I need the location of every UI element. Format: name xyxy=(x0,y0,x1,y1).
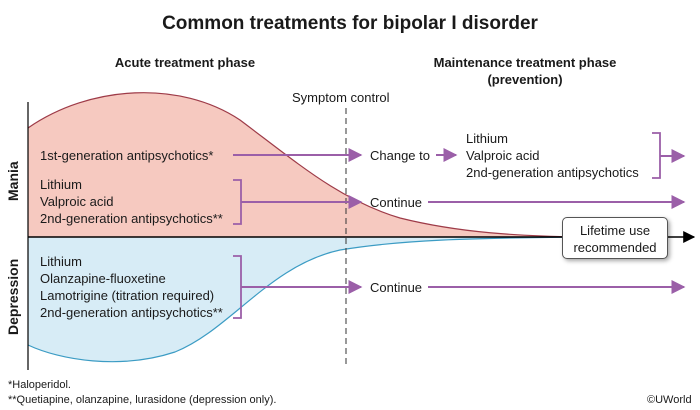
maintenance-bracket xyxy=(652,132,661,179)
list-item: Lithium xyxy=(466,131,508,146)
footnote-2: **Quetiapine, olanzapine, lurasidone (de… xyxy=(8,394,277,406)
maintenance-phase-heading: Maintenance treatment phase (prevention) xyxy=(433,55,617,87)
mania-curve xyxy=(27,92,581,238)
copyright-label: ©UWorld xyxy=(647,394,692,406)
list-item: Olanzapine-fluoxetine xyxy=(40,271,166,286)
mania-area xyxy=(28,92,580,237)
mania-acute-treatments: Lithium Valproic acid 2nd-generation ant… xyxy=(40,176,223,227)
acute-phase-heading: Acute treatment phase xyxy=(114,55,256,70)
depression-continue-label: Continue xyxy=(370,280,423,295)
list-item: Valproic acid xyxy=(40,194,114,209)
list-item: 2nd-generation antipsychotics** xyxy=(40,305,223,320)
list-item: Valproic acid xyxy=(466,148,540,163)
list-item: Lithium xyxy=(40,177,82,192)
diagram-title: Common treatments for bipolar I disorder xyxy=(162,13,538,34)
change-to-label: Change to xyxy=(370,148,430,163)
depression-axis-label: Depression xyxy=(5,258,21,335)
list-item: 2nd-generation antipsychotics** xyxy=(40,211,223,226)
list-item: Lamotrigine (titration required) xyxy=(40,288,215,303)
symptom-control-label: Symptom control xyxy=(292,90,390,105)
lifetime-use-callout: Lifetime use recommended xyxy=(562,217,668,259)
footnote-1: *Haloperidol. xyxy=(8,379,71,391)
depression-acute-treatments: Lithium Olanzapine-fluoxetine Lamotrigin… xyxy=(40,253,223,321)
mania-continue-label: Continue xyxy=(370,195,423,210)
list-item: 2nd-generation antipsychotics xyxy=(466,165,639,180)
mania-axis-label: Mania xyxy=(5,161,21,201)
maintenance-treatments: Lithium Valproic acid 2nd-generation ant… xyxy=(466,130,639,181)
list-item: Lithium xyxy=(40,254,82,269)
first-gen-antipsychotics-label: 1st-generation antipsychotics* xyxy=(40,148,214,163)
depression-area xyxy=(28,237,580,362)
